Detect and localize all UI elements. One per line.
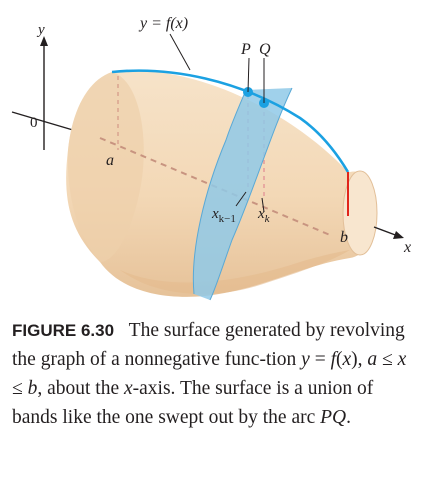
caption-text-4: ), (351, 349, 368, 370)
leader-xk (261, 197, 265, 213)
figure-caption: FIGURE 6.30 The surface generated by rev… (12, 316, 412, 432)
band-edge (192, 89, 247, 295)
caption-text-1: The surface generated by revolving the g… (12, 320, 405, 370)
x-axis-right (373, 226, 399, 237)
caption-text-5: ≤ (377, 349, 398, 370)
band (193, 88, 292, 300)
leader-xk-minus-1 (235, 191, 247, 207)
left-opening (67, 72, 144, 262)
label-xk-minus-1: xk−1 (211, 206, 236, 225)
figure-label: FIGURE 6.30 (12, 321, 115, 340)
origin-label: 0 (30, 115, 38, 131)
caption-text-3: ( (335, 349, 343, 370)
curve-f (111, 69, 350, 173)
curve-label: y = f(x) (138, 15, 188, 32)
label-q: Q (259, 41, 271, 58)
leader-curve (169, 33, 191, 71)
caption-eq-5: x (397, 349, 407, 370)
label-b: b (340, 229, 348, 246)
leader-p (247, 57, 250, 93)
surface-of-revolution-diagram: y 0 P Q y = f(x) a xk−1 xk b x (11, 15, 411, 301)
caption-text-8: -axis. The surface is a union of bands l… (12, 378, 374, 428)
label-xk: xk (257, 206, 271, 225)
y-axis-arrowhead (40, 36, 48, 46)
label-p: P (240, 41, 251, 58)
caption-eq-2: f (330, 349, 336, 370)
caption-eq-6: b (27, 378, 38, 399)
surface-shade (120, 250, 350, 295)
caption-eq-4: a (367, 349, 378, 370)
caption-eq-1: y (301, 349, 310, 370)
caption-text-2: = (309, 349, 331, 370)
caption-text-6: ≤ (12, 378, 28, 399)
caption-text-7: , about the (37, 378, 124, 399)
x-axis-arrowhead (393, 231, 404, 239)
band-edge-right (209, 87, 293, 301)
label-a: a (106, 152, 114, 169)
y-axis-label: y (36, 22, 45, 38)
caption-eq-8: PQ (320, 407, 347, 428)
x-axis-label: x (403, 239, 411, 256)
caption-eq-3: x (342, 349, 352, 370)
caption-eq-7: x (123, 378, 133, 399)
right-end-cap (342, 170, 378, 256)
caption-paragraph: FIGURE 6.30 The surface generated by rev… (12, 316, 412, 432)
caption-text-9: . (346, 407, 351, 428)
